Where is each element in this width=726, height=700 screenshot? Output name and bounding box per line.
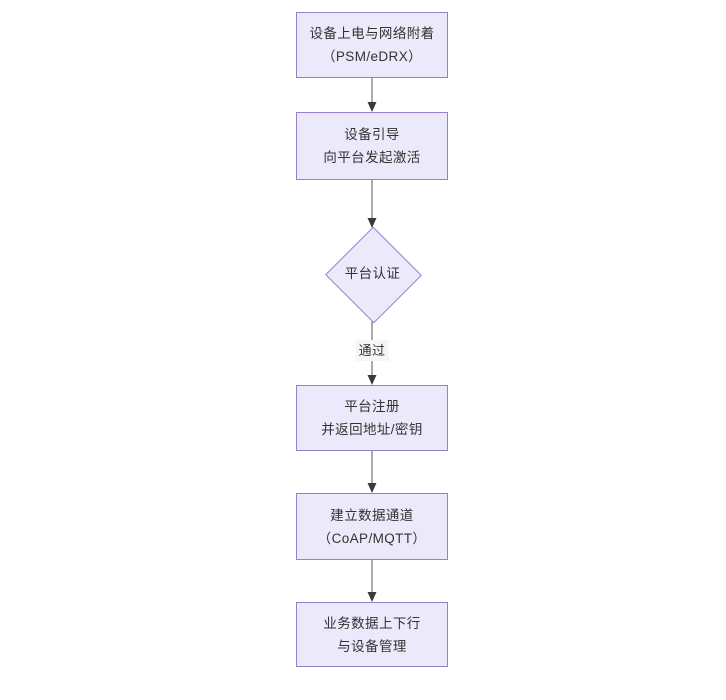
node-label-line2: 与设备管理 bbox=[337, 638, 407, 654]
node-label-line2: 并返回地址/密钥 bbox=[321, 422, 423, 437]
node-business-data-and-device-management[interactable]: 业务数据上下行 与设备管理 bbox=[296, 602, 448, 667]
node-label-line2: （CoAP/MQTT） bbox=[317, 530, 427, 546]
node-device-bootstrap[interactable]: 设备引导 向平台发起激活 bbox=[296, 112, 448, 180]
node-label-line2: 向平台发起激活 bbox=[323, 150, 421, 165]
node-label-line1: 平台认证 bbox=[344, 266, 401, 281]
edge-label-pass: 通过 bbox=[355, 340, 389, 361]
node-label-line1: 设备上电与网络附着 bbox=[309, 26, 435, 41]
node-platform-authentication[interactable]: 平台认证 bbox=[325, 226, 422, 323]
node-label-line1: 设备引导 bbox=[344, 127, 400, 142]
node-label-line1: 平台注册 bbox=[344, 399, 400, 414]
node-label-line1: 业务数据上下行 bbox=[323, 615, 421, 631]
node-establish-data-channel[interactable]: 建立数据通道 （CoAP/MQTT） bbox=[296, 493, 448, 560]
node-platform-registration[interactable]: 平台注册 并返回地址/密钥 bbox=[296, 385, 448, 451]
node-label-line1: 建立数据通道 bbox=[330, 507, 414, 523]
node-device-power-on[interactable]: 设备上电与网络附着 （PSM/eDRX） bbox=[296, 12, 448, 78]
node-label-line2: （PSM/eDRX） bbox=[321, 49, 423, 64]
